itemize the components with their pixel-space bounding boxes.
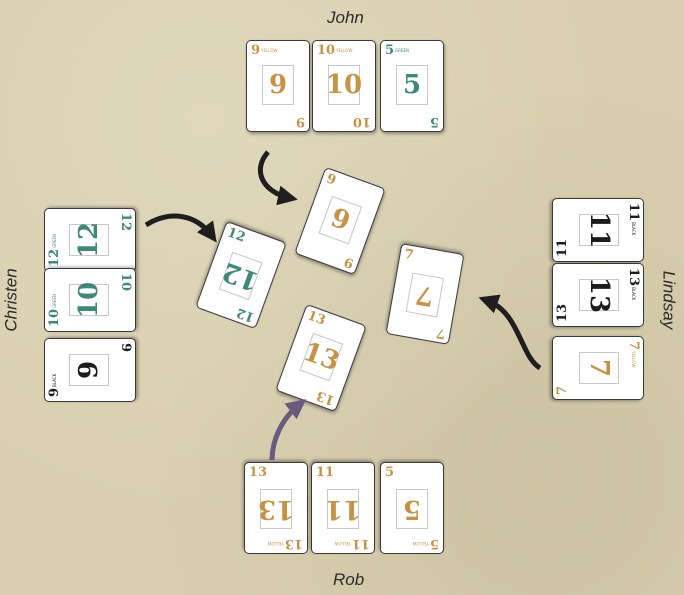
arrow-lindsay-icon (478, 294, 542, 371)
card-value: 5 (402, 70, 422, 100)
card-color-tag: YELLOW (336, 48, 353, 53)
card-corner-number: 5 (385, 43, 395, 58)
card-center-frame: 10 (325, 65, 363, 105)
card-corner-number: 10 (317, 43, 336, 58)
card-color-tag: YELLOW (261, 48, 278, 53)
arrow-rob-icon (269, 399, 307, 461)
player-name-top: John (327, 8, 364, 27)
player-name-bottom: Rob (333, 570, 365, 589)
card-value: 9 (268, 70, 288, 100)
card-center-frame: 5 (396, 65, 428, 105)
card-corner-number: 9 (251, 43, 261, 58)
card-value: 10 (325, 70, 363, 100)
card-corner-value: 9YELLOW (251, 44, 277, 57)
card-corner-value: 10YELLOW (317, 44, 352, 57)
card-color-tag: GREEN (395, 48, 409, 53)
card-center-frame: 9 (262, 65, 294, 105)
arrow-christen-icon (144, 213, 217, 243)
arrow-john-icon (257, 150, 298, 206)
card-corner-value: 5GREEN (385, 44, 409, 57)
